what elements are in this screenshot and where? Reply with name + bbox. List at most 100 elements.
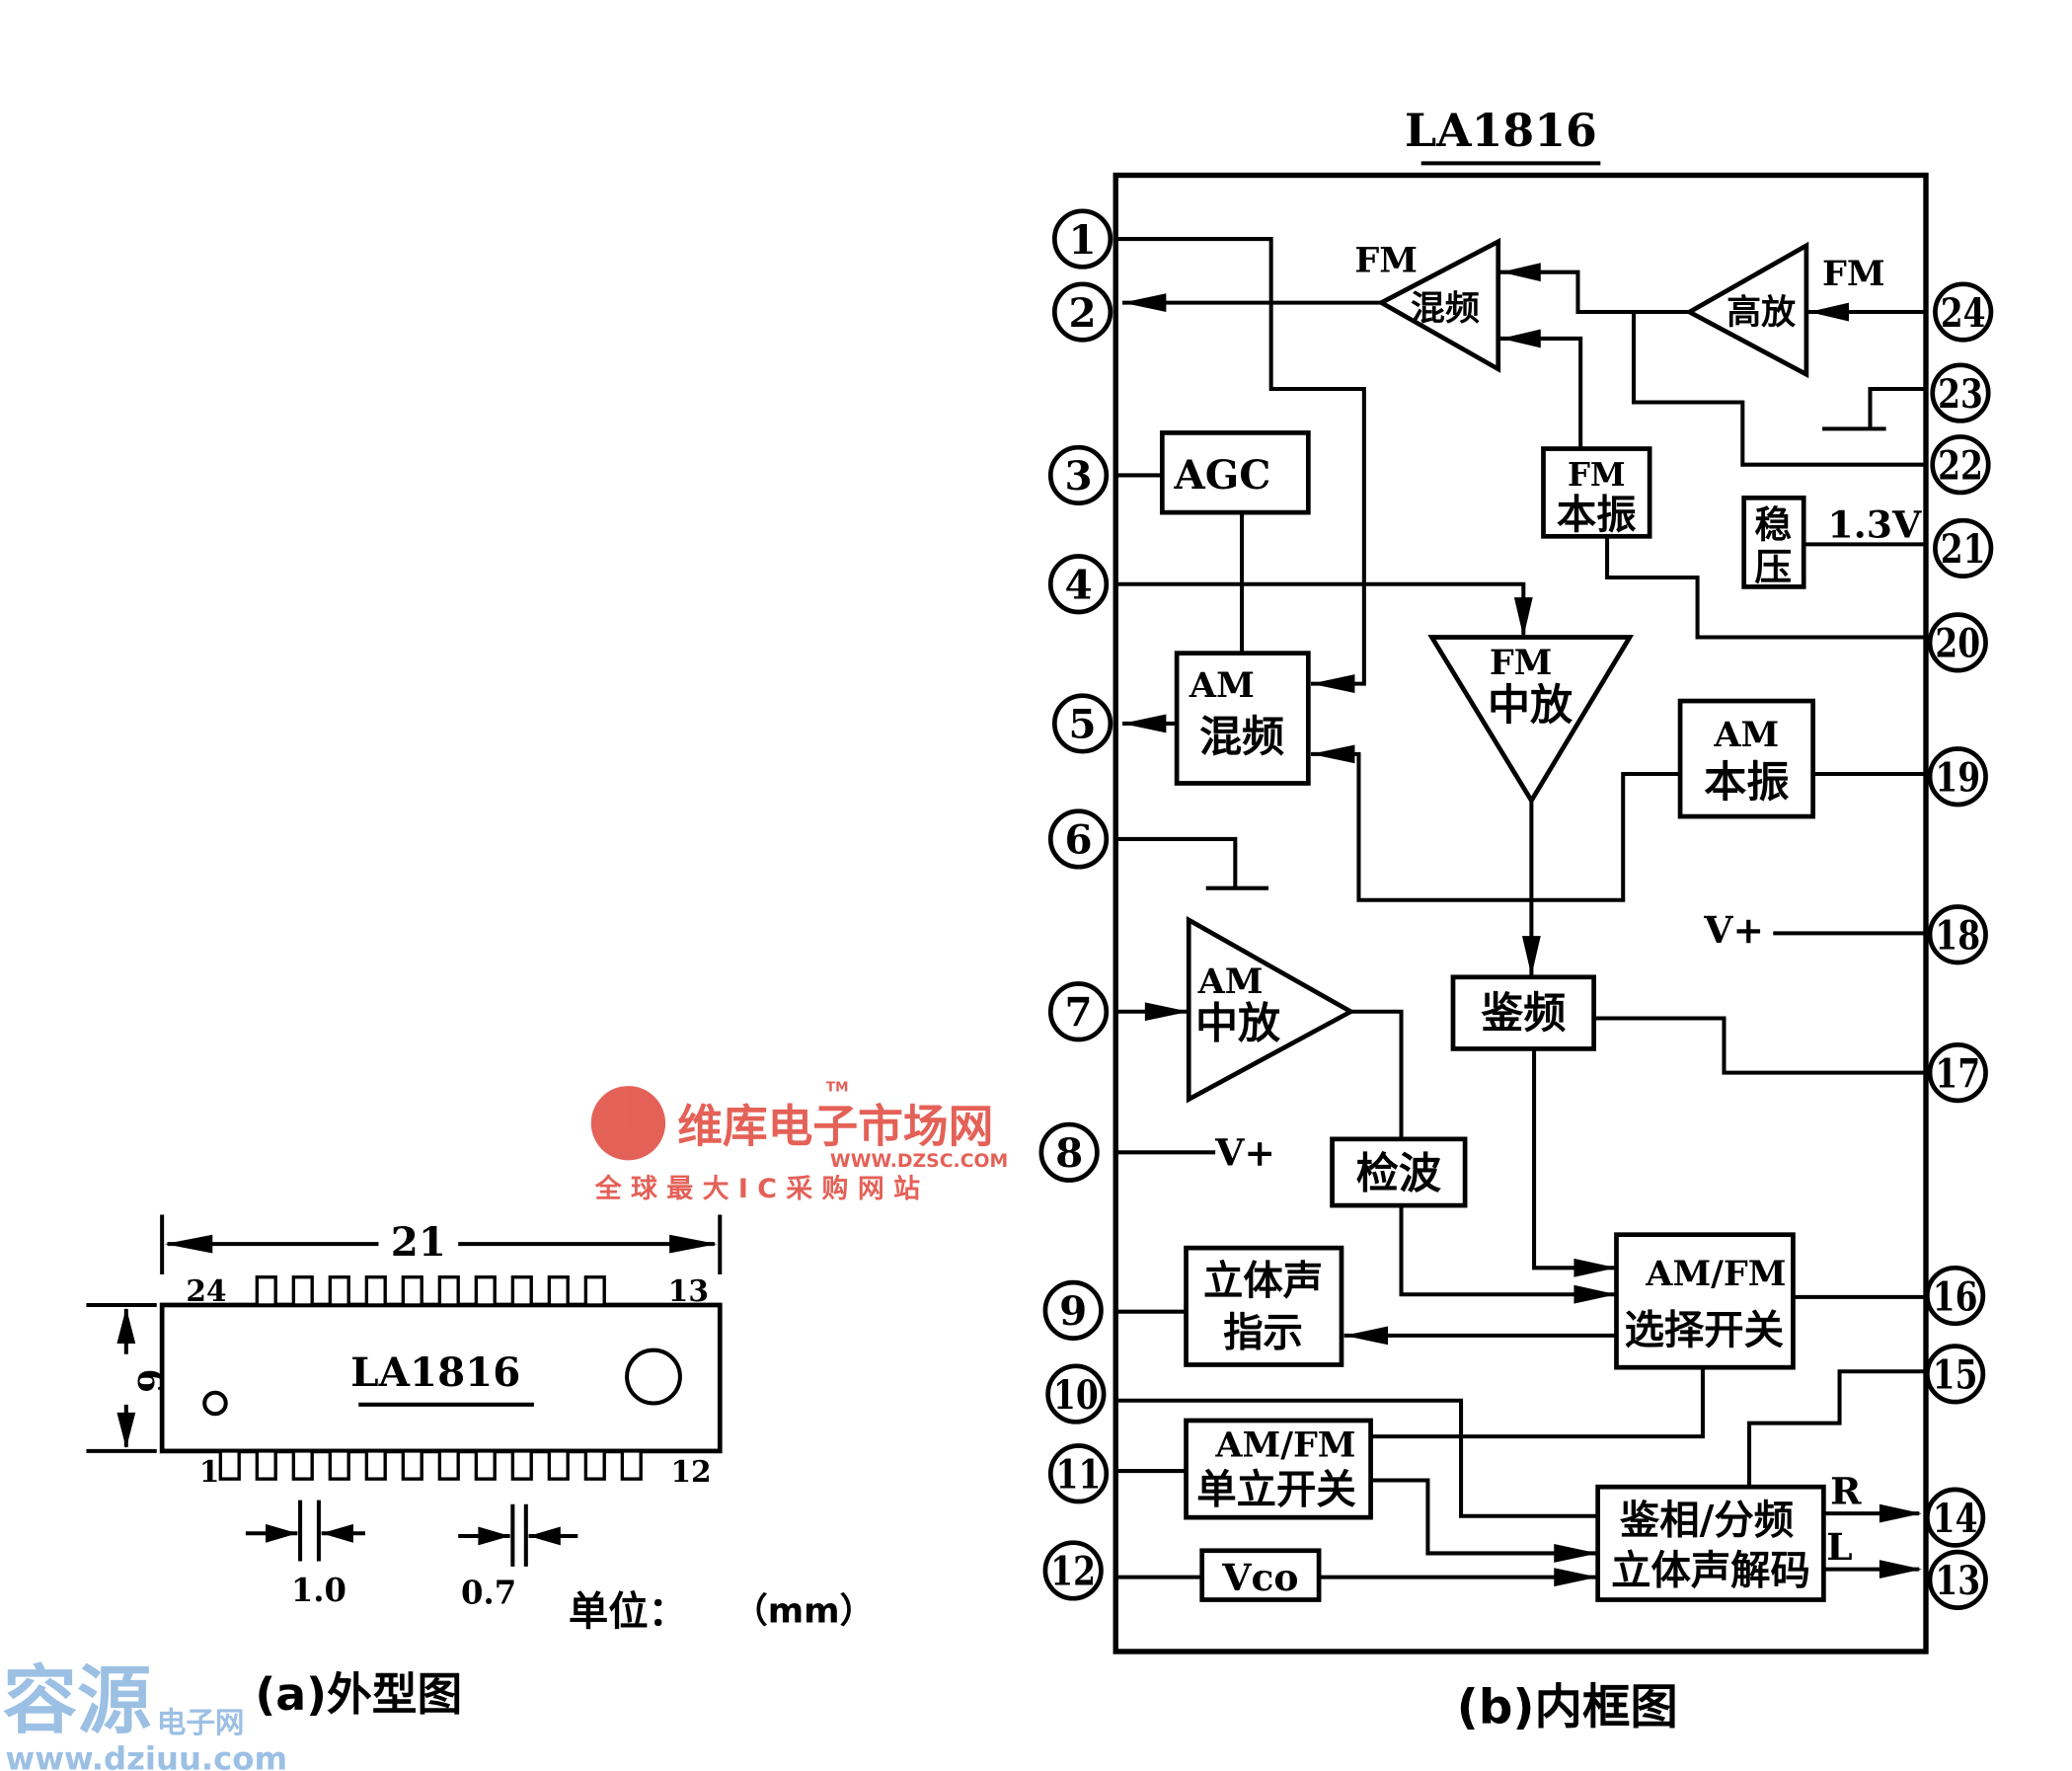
package-pin — [328, 1275, 350, 1307]
vplus-pin18-label: V+ — [1703, 908, 1764, 952]
pin-number: 17 — [1935, 1049, 1980, 1097]
arrow-left-icon — [164, 1234, 213, 1254]
vco-block: Vco — [1199, 1548, 1322, 1602]
pin-number: 12 — [1050, 1548, 1096, 1595]
pin-number: 9 — [1059, 1287, 1087, 1335]
package-pin — [255, 1275, 277, 1307]
dzsc-watermark: TM 维库电子市场网 WWW.DZSC.COM 全 球 最 大 I C 采 购 … — [590, 1080, 1008, 1204]
stereo-indicator-l2: 指示 — [1223, 1310, 1303, 1356]
pin-right-0: 24 — [1933, 281, 1994, 343]
pitch-a-value: 1.0 — [291, 1572, 346, 1609]
package-pin — [437, 1275, 460, 1307]
pin-left-11: 12 — [1042, 1540, 1104, 1601]
pin-circle — [1047, 808, 1110, 870]
pin-right-4: 20 — [1927, 612, 1988, 673]
package-pin — [291, 1449, 314, 1481]
arrowheads — [1121, 263, 1922, 1587]
fm-if-l2: 中放 — [1488, 681, 1573, 731]
pin-left-10: 11 — [1047, 1443, 1110, 1504]
pin-number: 1 — [1069, 216, 1097, 264]
pin-number: 19 — [1935, 754, 1980, 802]
dziuu-sub: 电子网 — [157, 1706, 245, 1739]
pin-left-2: 3 — [1047, 444, 1110, 506]
arrow-icon — [1513, 597, 1533, 638]
arrow-icon — [1879, 1503, 1922, 1523]
mold-mark-circle — [625, 1348, 682, 1406]
am-osc-l2: 本振 — [1704, 758, 1789, 808]
pin-right-1: 23 — [1930, 362, 1991, 424]
pin-circle — [1038, 1121, 1100, 1183]
package-pin — [401, 1449, 423, 1481]
arrow-icon — [1554, 1544, 1598, 1563]
pin-circle — [1047, 554, 1110, 615]
mono-stereo-l1: AM/FM — [1214, 1424, 1355, 1465]
pin-circle — [1047, 1443, 1110, 1504]
regulator-l2: 压 — [1754, 546, 1792, 589]
pin-number: 15 — [1933, 1351, 1978, 1399]
arrow-icon — [1121, 714, 1167, 733]
arrow-icon — [1343, 1326, 1389, 1346]
chip-outline — [1113, 172, 1929, 1655]
package-pin — [583, 1275, 606, 1307]
pin-number: 4 — [1065, 562, 1093, 609]
pin-circle — [1927, 1042, 1988, 1104]
package-pin — [364, 1449, 387, 1481]
pin-label-13: 13 — [668, 1273, 709, 1308]
arrow-up-icon — [116, 1307, 136, 1344]
top-pins — [255, 1275, 606, 1307]
pin-circle — [1924, 1344, 1986, 1405]
pin1-marker-dot — [202, 1390, 228, 1417]
fm-rf-amp-fm-label: FM — [1822, 254, 1885, 294]
package-pin — [547, 1275, 570, 1307]
dziuu-url: www.dziuu.com — [5, 1740, 287, 1771]
pin-circle — [1927, 1549, 1988, 1610]
fm-mixer-fm-label: FM — [1354, 241, 1418, 281]
dziuu-watermark: 容源 电子网 www.dziuu.com — [3, 1656, 287, 1771]
pin-label-1: 1 — [199, 1454, 220, 1489]
pin-number: 8 — [1055, 1129, 1083, 1177]
pin-circle — [1051, 208, 1113, 270]
package-chip-label: LA1816 — [350, 1348, 520, 1396]
pin-right-11: 13 — [1927, 1549, 1988, 1610]
arrow-icon — [1521, 936, 1541, 976]
pin-circle — [1927, 612, 1988, 673]
pin-left-1: 2 — [1051, 281, 1113, 343]
pin-circle — [1924, 1487, 1986, 1548]
arrow-icon — [1879, 1560, 1922, 1578]
pin-left-4: 5 — [1051, 693, 1113, 754]
vplus-pin8-label: V+ — [1214, 1131, 1275, 1175]
dzsc-name: 维库电子市场网 — [677, 1101, 993, 1153]
pitch-arrow-icon — [321, 1523, 353, 1543]
mono-stereo-l2: 单立开关 — [1196, 1466, 1355, 1512]
arrow-right-icon — [669, 1234, 718, 1254]
arrow-down-icon — [116, 1412, 136, 1449]
fm-rf-amp-block: FM 高放 — [1684, 241, 1885, 379]
arrow-icon — [1144, 1002, 1189, 1022]
pin-number: 2 — [1069, 289, 1097, 337]
pin-right-3: 21 — [1933, 517, 1994, 579]
amfm-select-l1: AM/FM — [1645, 1254, 1786, 1294]
pin-left-0: 1 — [1051, 208, 1113, 270]
pin-number: 11 — [1056, 1451, 1102, 1499]
am-if-l1: AM — [1197, 962, 1264, 1002]
package-pin — [255, 1449, 277, 1481]
pin-number: 16 — [1933, 1272, 1978, 1320]
dzsc-slogan: 全 球 最 大 I C 采 购 网 站 — [594, 1173, 920, 1204]
fm-mixer-block: FM 混频 — [1354, 237, 1501, 373]
pin-circle — [1933, 517, 1994, 579]
decoder-l2: 立体声解码 — [1611, 1547, 1810, 1593]
pin-circle — [1042, 1540, 1104, 1601]
package-pin — [474, 1275, 497, 1307]
fm-rf-amp-label: 高放 — [1727, 293, 1796, 333]
am-mixer-l2: 混频 — [1199, 713, 1284, 762]
pin-circle — [1045, 1363, 1107, 1424]
amfm-select-l2: 选择开关 — [1625, 1307, 1784, 1353]
am-osc-l1: AM — [1713, 715, 1779, 755]
am-mixer-block: AM 混频 — [1174, 651, 1311, 786]
am-mixer-l1: AM — [1189, 665, 1255, 706]
right-output-label: R — [1830, 1470, 1862, 1513]
pin-right-6: 18 — [1927, 904, 1988, 965]
pin-circle — [1927, 904, 1988, 965]
unit-value: （mm） — [733, 1591, 875, 1631]
